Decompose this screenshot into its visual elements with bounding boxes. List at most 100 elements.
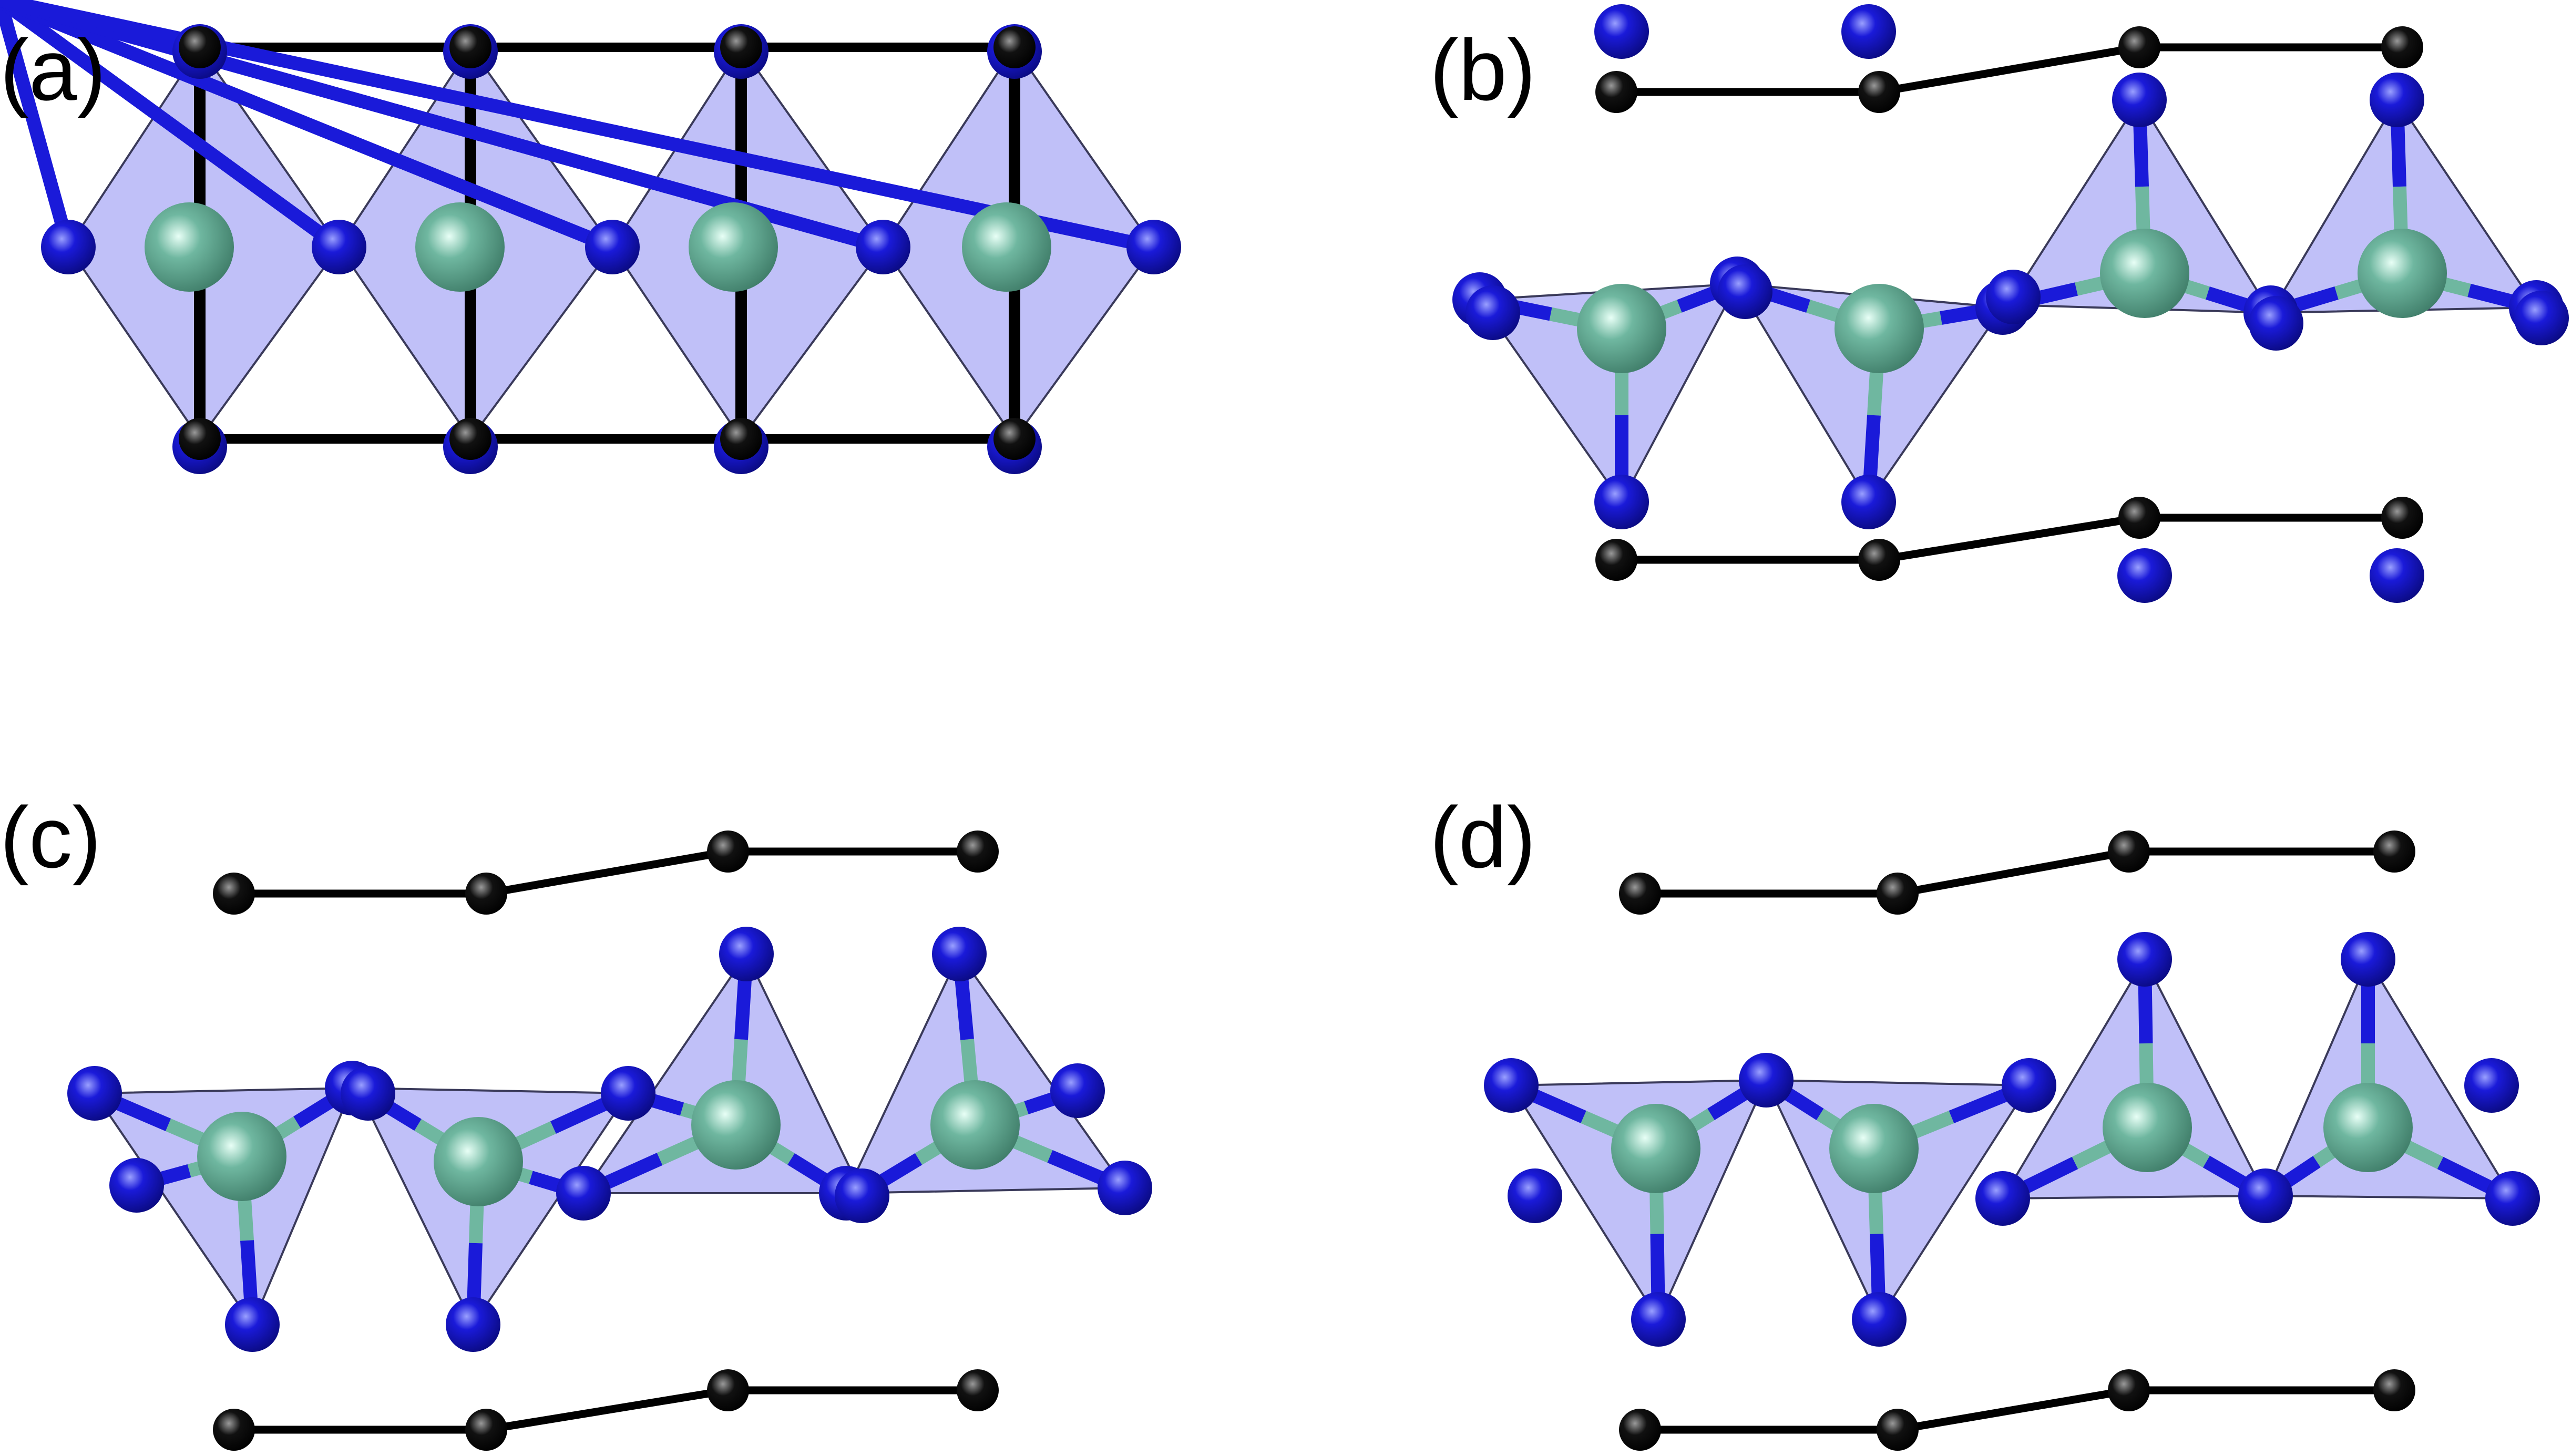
- anion-d-3: [2002, 1058, 2056, 1113]
- node-b-7: [2118, 497, 2160, 539]
- node-a-bottom-1: [179, 418, 221, 460]
- tetrahedron-c-3: [582, 953, 863, 1194]
- anion-c-8: [835, 1168, 889, 1223]
- panel-label-d: (d): [1430, 789, 1536, 886]
- tetrahedron-c-2: [356, 1087, 629, 1326]
- metal-b-4: [2358, 229, 2447, 318]
- metal-d-1: [1611, 1104, 1700, 1193]
- panel-label-c: (c): [0, 789, 101, 886]
- bond-a-l2-anion-half: [0, 0, 343, 253]
- anion-b-15: [1594, 4, 1649, 59]
- node-b-2: [1858, 71, 1900, 113]
- anion-c-12: [446, 1297, 500, 1352]
- anion-c-13: [719, 927, 774, 981]
- node-d-1: [1619, 873, 1661, 915]
- bond-a-l3-anion-half: [0, 0, 615, 254]
- node-c-1: [213, 873, 255, 915]
- metal-d-2: [1829, 1104, 1919, 1193]
- chain-d-bottom: [1636, 1386, 2399, 1434]
- tetrahedron-c-1: [94, 1087, 353, 1326]
- anion-b-17: [2117, 548, 2172, 603]
- node-d-4: [2373, 830, 2415, 873]
- anion-d-5: [2238, 1168, 2293, 1223]
- tetrahedron-c-4: [845, 953, 1126, 1194]
- anion-b-16: [1841, 4, 1896, 59]
- anion-d-12: [2464, 1058, 2519, 1113]
- metal-d-4: [2323, 1083, 2413, 1172]
- node-a-bottom-4: [993, 418, 1036, 460]
- node-c-3: [707, 830, 749, 873]
- node-b-1: [1595, 71, 1637, 113]
- metal-c-1: [197, 1112, 286, 1201]
- anion-d-2: [1739, 1053, 1794, 1108]
- metal-a-3: [689, 202, 778, 292]
- anion-b-8: [2249, 296, 2303, 351]
- metal-b-1: [1577, 284, 1666, 373]
- panel-label-a: (a): [0, 22, 106, 118]
- metal-c-2: [434, 1117, 523, 1206]
- chain-b-top: [1612, 43, 2406, 96]
- node-a-bottom-2: [449, 418, 491, 460]
- anion-d-9: [2117, 932, 2172, 987]
- metal-b-3: [2100, 229, 2189, 318]
- anion-b-13: [2112, 73, 2167, 127]
- metal-c-4: [930, 1080, 1020, 1170]
- node-a-bottom-3: [720, 418, 762, 460]
- anion-a-eq-2: [312, 220, 366, 274]
- anion-b-18: [2370, 548, 2424, 603]
- metal-b-2: [1835, 284, 1924, 373]
- node-d-5: [1619, 1409, 1661, 1451]
- anion-a-eq-3: [585, 220, 640, 274]
- chain-d-top: [1636, 847, 2399, 898]
- bond-a-l1-anion-half: [0, 0, 75, 249]
- node-b-6: [1858, 539, 1900, 581]
- anion-a-eq-5: [1126, 220, 1181, 274]
- anion-d-11: [1508, 1168, 1562, 1223]
- node-d-8: [2373, 1369, 2415, 1411]
- node-c-7: [707, 1369, 749, 1411]
- anion-c-11: [225, 1297, 280, 1352]
- anion-c-9: [1098, 1161, 1152, 1215]
- anion-d-4: [1975, 1171, 2030, 1226]
- anion-b-14: [2370, 73, 2424, 127]
- node-a-top-3: [720, 26, 762, 68]
- anion-a-eq-1: [41, 220, 96, 274]
- node-b-4: [2381, 26, 2423, 68]
- tetrahedron-d-1: [1510, 1079, 1767, 1320]
- tetrahedron-d-3: [2002, 958, 2267, 1199]
- node-a-top-1: [179, 26, 221, 68]
- node-d-7: [2108, 1369, 2150, 1411]
- atom-layer: [41, 4, 2569, 1451]
- anion-c-1: [67, 1066, 122, 1121]
- anion-c-2: [109, 1158, 164, 1213]
- panel-label-b: (b): [1430, 22, 1536, 118]
- anion-d-6: [2485, 1171, 2540, 1226]
- anion-c-14: [932, 927, 987, 981]
- chain-c-top: [230, 847, 982, 898]
- anion-b-12: [1841, 475, 1896, 529]
- anion-c-4: [341, 1066, 395, 1121]
- chain-b-bottom: [1612, 514, 2406, 564]
- node-c-8: [957, 1369, 999, 1411]
- metal-c-3: [691, 1080, 781, 1170]
- anion-d-8: [1852, 1292, 1907, 1347]
- anion-d-10: [2341, 932, 2395, 987]
- metal-a-1: [145, 202, 234, 292]
- chain-c-bottom: [230, 1386, 982, 1434]
- anion-b-10: [2514, 291, 2569, 345]
- node-b-3: [2118, 26, 2160, 68]
- anion-d-1: [1484, 1058, 1539, 1113]
- node-b-8: [2381, 497, 2423, 539]
- node-d-6: [1877, 1409, 1919, 1451]
- anion-b-2: [1466, 285, 1520, 340]
- metal-a-4: [962, 202, 1051, 292]
- node-c-4: [957, 830, 999, 873]
- anion-a-eq-4: [856, 220, 910, 274]
- node-c-2: [465, 873, 507, 915]
- anion-b-4: [1718, 264, 1772, 319]
- node-b-5: [1595, 539, 1637, 581]
- node-c-6: [465, 1409, 507, 1451]
- anion-c-10: [1050, 1063, 1105, 1118]
- anion-b-6: [1986, 270, 2041, 324]
